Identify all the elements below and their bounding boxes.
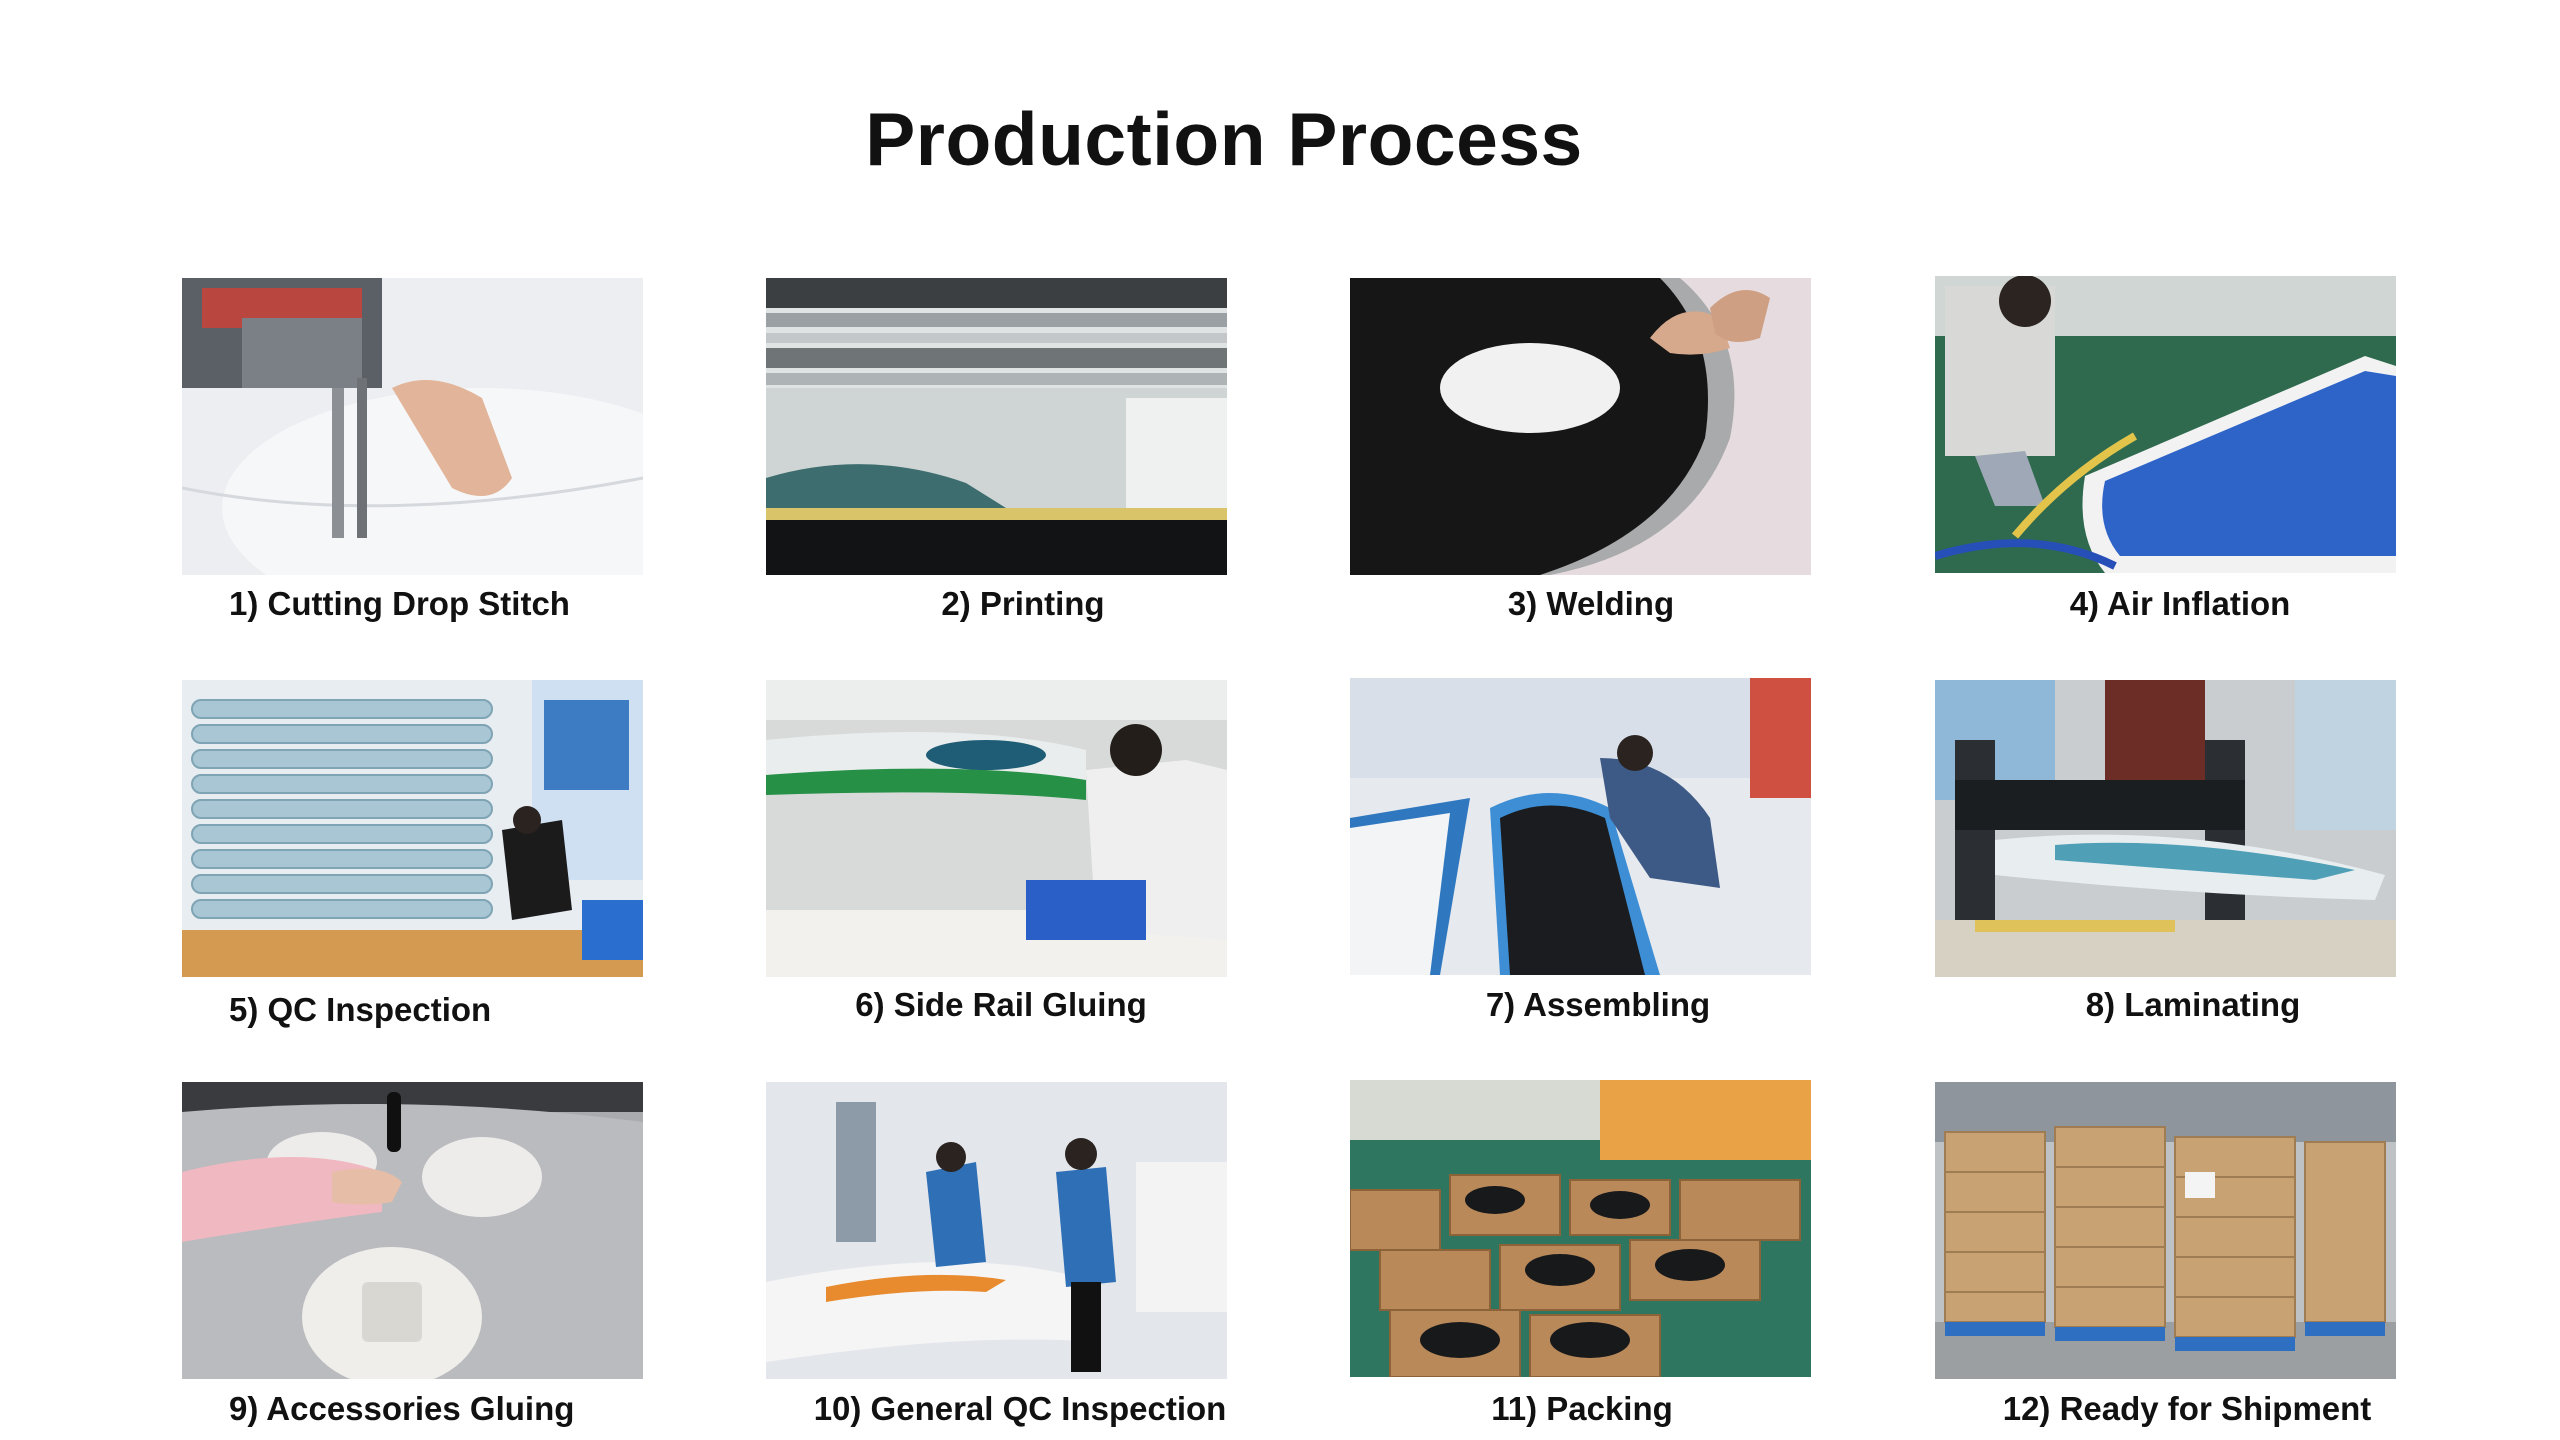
step-1-photo: [182, 278, 643, 575]
step-3-photo: [1350, 278, 1811, 575]
step-8-photo: [1935, 680, 2396, 977]
step-1-caption: 1) Cutting Drop Stitch: [229, 585, 570, 622]
step-6-photo: [766, 680, 1227, 977]
step-4-photo: [1935, 276, 2396, 573]
step-2-photo: [766, 278, 1227, 575]
step-6-caption: 6) Side Rail Gluing: [855, 986, 1147, 1023]
step-10-caption: 10) General QC Inspection: [813, 1390, 1227, 1427]
step-7-photo: [1350, 678, 1811, 975]
step-3-caption: 3) Welding: [1507, 585, 1675, 622]
step-5-photo: [182, 680, 643, 977]
step-9-caption: 9) Accessories Gluing: [229, 1390, 575, 1427]
step-7-caption: 7) Assembling: [1485, 986, 1711, 1023]
step-10-photo: [766, 1082, 1227, 1379]
step-12-photo: [1935, 1082, 2396, 1379]
step-11-caption: 11) Packing: [1491, 1390, 1673, 1427]
step-11-photo: [1350, 1080, 1811, 1377]
step-9-photo: [182, 1082, 643, 1379]
step-8-caption: 8) Laminating: [2085, 986, 2301, 1023]
step-5-caption: 5) QC Inspection: [229, 991, 492, 1028]
step-2-caption: 2) Printing: [941, 585, 1105, 622]
page-title: Production Process: [865, 97, 1583, 181]
step-12-caption: 12) Ready for Shipment: [2002, 1390, 2372, 1427]
step-4-caption: 4) Air Inflation: [2069, 585, 2291, 622]
